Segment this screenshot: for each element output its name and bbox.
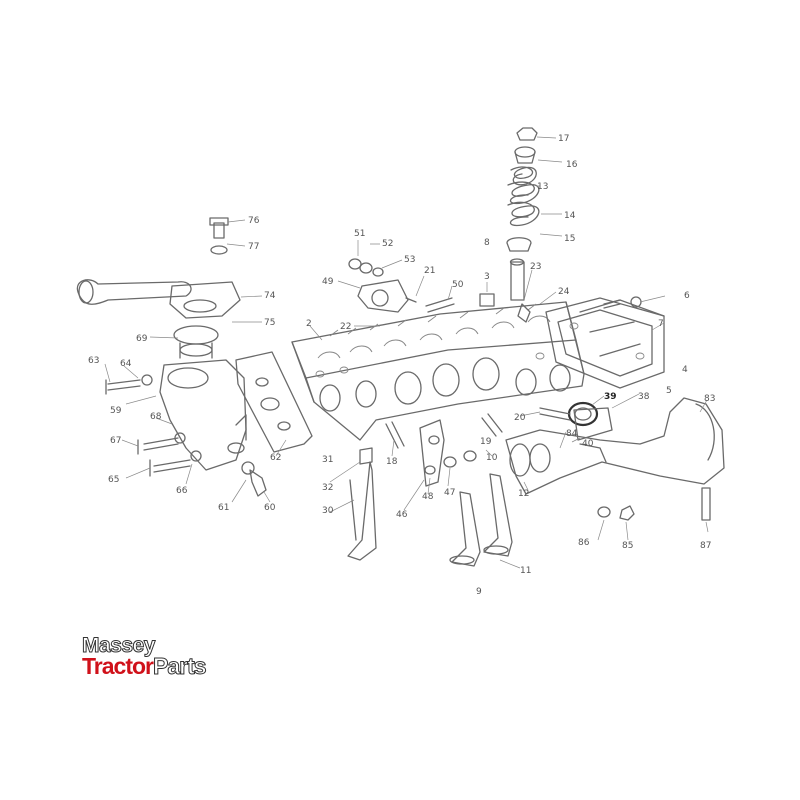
logo-line-tractor-parts: TractorParts	[82, 653, 207, 680]
label-50: 50	[452, 280, 464, 290]
label-64: 64	[120, 359, 132, 369]
label-10: 10	[486, 453, 498, 463]
label-61: 61	[218, 503, 229, 513]
label-85: 85	[622, 541, 633, 551]
label-48: 48	[422, 492, 434, 502]
label-68: 68	[150, 412, 162, 422]
label-65: 65	[108, 475, 119, 485]
label-39: 39	[604, 392, 617, 402]
label-84: 84	[566, 429, 578, 439]
label-62: 62	[270, 453, 281, 463]
valves	[347, 461, 513, 567]
label-83: 83	[704, 394, 715, 404]
label-87: 87	[700, 541, 711, 551]
label-74: 74	[264, 291, 276, 301]
logo-word-parts: Parts	[152, 653, 207, 680]
label-18: 18	[386, 457, 398, 467]
valve-spring-assembly	[506, 127, 540, 301]
label-17: 17	[558, 134, 569, 144]
label-75: 75	[264, 318, 275, 328]
label-19: 19	[480, 437, 492, 447]
label-9: 9	[476, 587, 482, 597]
logo-line-massey: Massey	[82, 634, 156, 658]
label-66: 66	[176, 486, 188, 496]
label-8: 8	[484, 238, 490, 248]
cylinder-head	[291, 301, 585, 441]
label-38: 38	[638, 392, 650, 402]
housing-gasket	[235, 351, 313, 453]
label-24: 24	[558, 287, 570, 297]
label-51: 51	[354, 229, 365, 239]
label-32: 32	[322, 483, 333, 493]
label-76: 76	[248, 216, 260, 226]
label-69: 69	[136, 334, 148, 344]
label-2: 2	[306, 319, 312, 329]
label-63: 63	[88, 356, 99, 366]
label-49: 49	[322, 277, 334, 287]
label-15: 15	[564, 234, 575, 244]
label-53: 53	[404, 255, 415, 265]
fasteners	[105, 258, 711, 521]
outlet-bracket	[419, 419, 445, 487]
side-cover-plate	[545, 297, 665, 389]
exhaust-manifold	[505, 397, 725, 495]
label-20: 20	[514, 413, 526, 423]
label-60: 60	[264, 503, 276, 513]
label-86: 86	[578, 538, 590, 548]
label-13: 13	[537, 182, 548, 192]
label-6: 6	[684, 291, 690, 301]
label-14: 14	[564, 211, 576, 221]
label-40: 40	[582, 439, 594, 449]
label-22: 22	[340, 322, 351, 332]
label-12: 12	[518, 489, 529, 499]
part-labels: 17 16 13 14 15 8 76 77 51 52 53 21 3 23 …	[88, 134, 715, 597]
label-67: 67	[110, 436, 121, 446]
label-30: 30	[322, 506, 334, 516]
label-52: 52	[382, 239, 393, 249]
label-21: 21	[424, 266, 435, 276]
label-11: 11	[520, 566, 531, 576]
thermostat-housing	[76, 217, 247, 471]
logo-word-tractor: Tractor	[82, 653, 154, 679]
label-23: 23	[530, 262, 541, 272]
label-3: 3	[484, 272, 490, 282]
label-5: 5	[666, 386, 672, 396]
label-59: 59	[110, 406, 122, 416]
label-4: 4	[682, 365, 688, 375]
label-31: 31	[322, 455, 333, 465]
label-16: 16	[566, 160, 578, 170]
label-7: 7	[658, 319, 664, 329]
leader-lines	[104, 136, 709, 569]
massey-tractor-parts-logo: Massey TractorParts	[82, 634, 242, 680]
label-47: 47	[444, 488, 455, 498]
label-77: 77	[248, 242, 259, 252]
label-46: 46	[396, 510, 408, 520]
